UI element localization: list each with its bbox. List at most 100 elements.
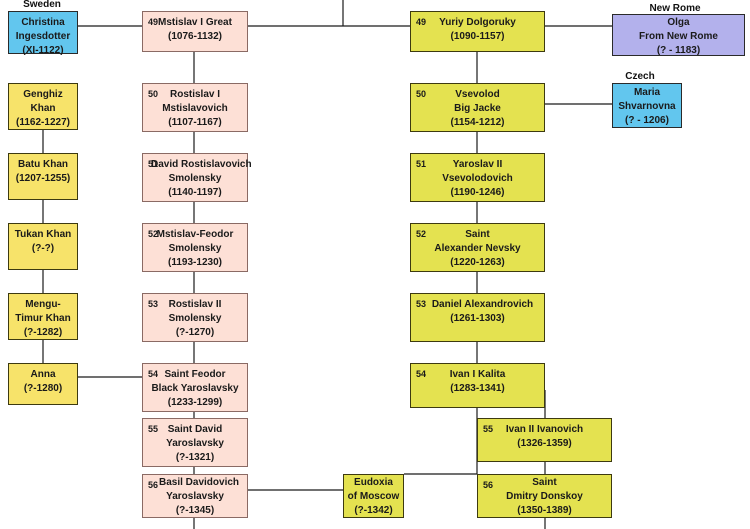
person-box-mstislav-feodor[interactable]: 52 Mstislav-Feodor Smolensky (1193-1230) (142, 223, 248, 272)
person-box-basil[interactable]: 56 Basil Davidovich Yaroslavsky (?-1345) (142, 474, 248, 518)
person-box-maria[interactable]: Maria Shvarnovna (? - 1206) (612, 83, 682, 128)
person-dates: (?-1342) (354, 505, 393, 516)
person-name-line: Saint David (167, 424, 223, 435)
person-dates: (1261-1303) (450, 313, 505, 324)
person-dates: (? - 1183) (656, 45, 701, 56)
person-box-feodor[interactable]: 54 Saint Feodor Black Yaroslavsky (1233-… (142, 363, 248, 412)
person-name-line: Smolensky (168, 243, 222, 254)
person-name-line: Ivan II Ivanovich (505, 424, 584, 435)
person-name-line: Smolensky (168, 313, 222, 324)
generation-number: 52 (148, 229, 159, 239)
person-dates: (?-1321) (175, 452, 215, 463)
person-box-batu[interactable]: Batu Khan (1207-1255) (8, 153, 78, 200)
person-name-line: Daniel Alexandrovich (431, 299, 534, 310)
generation-number: 54 (416, 369, 427, 379)
person-box-christina[interactable]: Christina Ingesdotter (XI-1122) (8, 11, 78, 56)
generation-number: 49 (416, 17, 427, 27)
person-box-mstislav[interactable]: 49 Mstislav I Great (1076-1132) (142, 11, 248, 52)
person-box-dmitry-donskoy[interactable]: 56 Saint Dmitry Donskoy (1350-1389) (477, 474, 612, 518)
person-box-mengu[interactable]: Mengu- Timur Khan (?-1282) (8, 293, 78, 340)
generation-number: 53 (148, 299, 159, 309)
person-dates: (?-1282) (23, 327, 63, 338)
generation-number: 51 (416, 159, 427, 169)
person-box-ivan-1[interactable]: 54 Ivan I Kalita (1283-1341) (410, 363, 545, 408)
generation-number: 54 (148, 369, 159, 379)
person-dates: (1190-1246) (450, 187, 505, 198)
person-name-line: Mstislavovich (162, 103, 228, 114)
generation-number: 51 (148, 159, 159, 169)
person-name-line: Dmitry Donskoy (506, 491, 583, 502)
person-dates: (1076-1132) (168, 31, 222, 42)
person-dates: (1207-1255) (15, 173, 71, 184)
person-name-line: Yuriy Dolgoruky (439, 17, 516, 28)
region-label-sweden: Sweden (23, 0, 61, 10)
person-box-david-rostislavovich[interactable]: 51 David Rostislavovich Smolensky (1140-… (142, 153, 252, 202)
person-dates: (1233-1299) (167, 397, 223, 408)
region-label-czech: Czech (625, 71, 655, 82)
generation-number: 56 (483, 480, 494, 490)
generation-number: 53 (416, 299, 427, 309)
person-name-line: Basil Davidovich (158, 477, 240, 488)
person-name-line: Big Jacke (454, 103, 501, 114)
person-box-yuriy[interactable]: 49 Yuriy Dolgoruky (1090-1157) (410, 11, 545, 52)
person-name-line: Genghiz (23, 89, 63, 100)
person-box-alexander-nevsky[interactable]: 52 Saint Alexander Nevsky (1220-1263) (410, 223, 545, 272)
person-box-rostislav-2[interactable]: 53 Rostislav II Smolensky (?-1270) (142, 293, 248, 342)
person-box-vsevolod[interactable]: 50 Vsevolod Big Jacke (1154-1212) (410, 83, 545, 132)
person-name-line: Yaroslav II (452, 159, 503, 170)
person-dates: (?-1345) (175, 505, 215, 516)
region-label-new-rome: New Rome (649, 3, 701, 14)
person-box-eudoxia[interactable]: Eudoxia of Moscow (?-1342) (343, 474, 404, 518)
person-name-line: Mstislav I Great (158, 17, 232, 28)
person-dates: (? - 1206) (625, 115, 669, 126)
person-box-anna[interactable]: Anna (?-1280) (8, 363, 78, 405)
person-box-daniel[interactable]: 53 Daniel Alexandrovich (1261-1303) (410, 293, 545, 342)
person-name-line: Christina (21, 17, 65, 28)
person-box-genghiz[interactable]: Genghiz Khan (1162-1227) (8, 83, 78, 130)
person-name-line: Mengu- (25, 299, 61, 310)
person-name-line: Saint Feodor (164, 369, 226, 380)
person-dates: (1154-1212) (450, 117, 505, 128)
generation-number: 50 (416, 89, 427, 99)
person-name-line: From New Rome (639, 31, 718, 42)
person-dates: (?-1280) (23, 383, 63, 394)
person-dates: (1193-1230) (168, 257, 222, 268)
person-name-line: Rostislav II (168, 299, 222, 310)
generation-number: 50 (148, 89, 159, 99)
person-name-line: of Moscow (347, 491, 400, 502)
person-name-line: David Rostislavovich (151, 159, 252, 170)
person-name-line: Olga (667, 17, 690, 28)
generation-number: 52 (416, 229, 427, 239)
person-name-line: Alexander Nevsky (434, 243, 521, 254)
person-name-line: Batu Khan (18, 159, 68, 170)
person-name-line: Ivan I Kalita (449, 369, 506, 380)
person-box-tukan[interactable]: Tukan Khan (?-?) (8, 223, 78, 270)
person-name-line: Yaroslavsky (166, 438, 224, 449)
person-name-line: Mstislav-Feodor (156, 229, 234, 240)
person-name-line: Maria (633, 87, 661, 98)
person-name-line: Khan (30, 103, 56, 114)
person-name-line: Saint (465, 229, 490, 240)
person-box-rostislav-1[interactable]: 50 Rostislav I Mstislavovich (1107-1167) (142, 83, 248, 132)
person-name-line: Eudoxia (354, 477, 393, 488)
person-dates: (1140-1197) (168, 187, 222, 198)
person-name-line: Vsevolodovich (442, 173, 513, 184)
person-dates: (1326-1359) (517, 438, 572, 449)
person-box-olga[interactable]: Olga From New Rome (? - 1183) (612, 14, 745, 56)
generation-number: 55 (483, 424, 494, 434)
person-name-line: Yaroslavsky (166, 491, 224, 502)
person-box-yaroslav-2[interactable]: 51 Yaroslav II Vsevolodovich (1190-1246) (410, 153, 545, 202)
person-box-ivan-2[interactable]: 55 Ivan II Ivanovich (1326-1359) (477, 418, 612, 462)
generation-number: 49 (148, 17, 159, 27)
person-dates: (1162-1227) (16, 117, 70, 128)
person-dates: (?-1270) (175, 327, 215, 338)
person-dates: (1350-1389) (517, 505, 572, 516)
person-dates: (XI-1122) (22, 45, 64, 56)
person-dates: (?-?) (31, 243, 55, 254)
person-name-line: Shvarnovna (618, 101, 676, 112)
person-dates: (1107-1167) (168, 117, 222, 128)
generation-number: 55 (148, 424, 159, 434)
person-box-david-yaroslavsky[interactable]: 55 Saint David Yaroslavsky (?-1321) (142, 418, 248, 467)
person-name-line: Timur Khan (15, 313, 71, 324)
person-name-line: Ingesdotter (15, 31, 71, 42)
